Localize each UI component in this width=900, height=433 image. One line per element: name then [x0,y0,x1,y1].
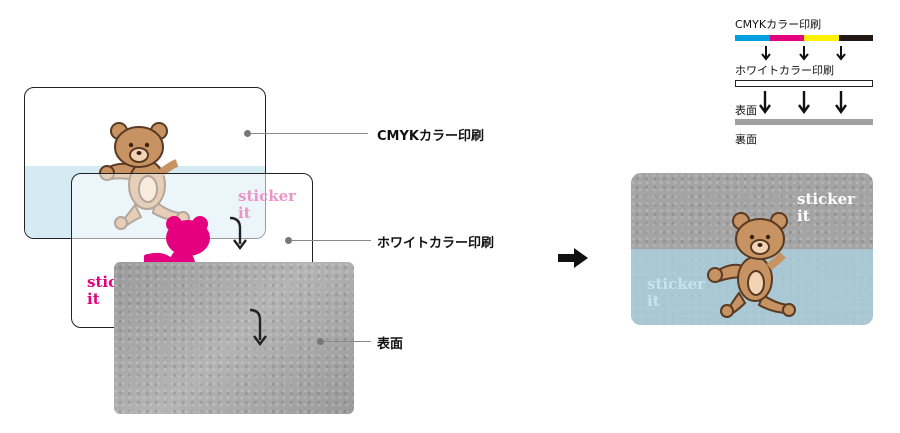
curved-down-arrow-icon [249,308,267,346]
white-leader-line [291,240,371,242]
cmyk-layer-label: CMYKカラー印刷 [377,129,484,144]
yellow-swatch [804,35,839,41]
it-word: it [647,292,660,310]
teddy-bear-illustration [707,212,796,318]
sticker-word: sticker [647,275,706,293]
it-word: it [87,290,100,308]
cyan-swatch [735,35,770,41]
sticker-logo-light: sticker it [238,188,296,222]
curved-down-arrow-icon [229,216,247,250]
sticker-logo-top: sticker it [797,191,855,225]
cmyk-leader-line [250,133,368,135]
surface-leader-line [323,341,371,343]
surface-bar [735,119,873,125]
down-arrow-icon [835,91,847,114]
surface-layer-label: 表面 [377,337,404,352]
sticker-word: sticker [797,190,856,208]
black-swatch [838,35,873,41]
legend-white-label: ホワイトカラー印刷 [735,64,834,77]
down-arrow-icon [799,46,809,61]
down-arrow-icon [761,46,771,61]
right-arrow-icon [558,248,588,268]
sticker-logo-bottom: sticker it [647,276,705,310]
cmyk-leader-dot [244,130,251,137]
down-arrow-icon [798,91,810,114]
white-leader-dot [285,237,292,244]
white-ink-bar [735,80,873,87]
legend-cmyk-label: CMYKカラー印刷 [735,18,822,31]
it-word: it [797,207,810,225]
result-card: sticker it sticker it [631,173,873,325]
legend-front-label: 表面 [735,104,757,117]
down-arrow-icon [836,46,846,61]
cmyk-color-bar [735,35,873,41]
down-arrow-icon [759,91,771,114]
magenta-swatch [769,35,804,41]
sticker-word: sticker [238,187,297,205]
surface-layer-card [114,262,354,414]
white-layer-label: ホワイトカラー印刷 [377,236,495,251]
it-word: it [238,204,251,222]
surface-leader-dot [317,338,324,345]
legend-back-label: 裏面 [735,133,757,146]
